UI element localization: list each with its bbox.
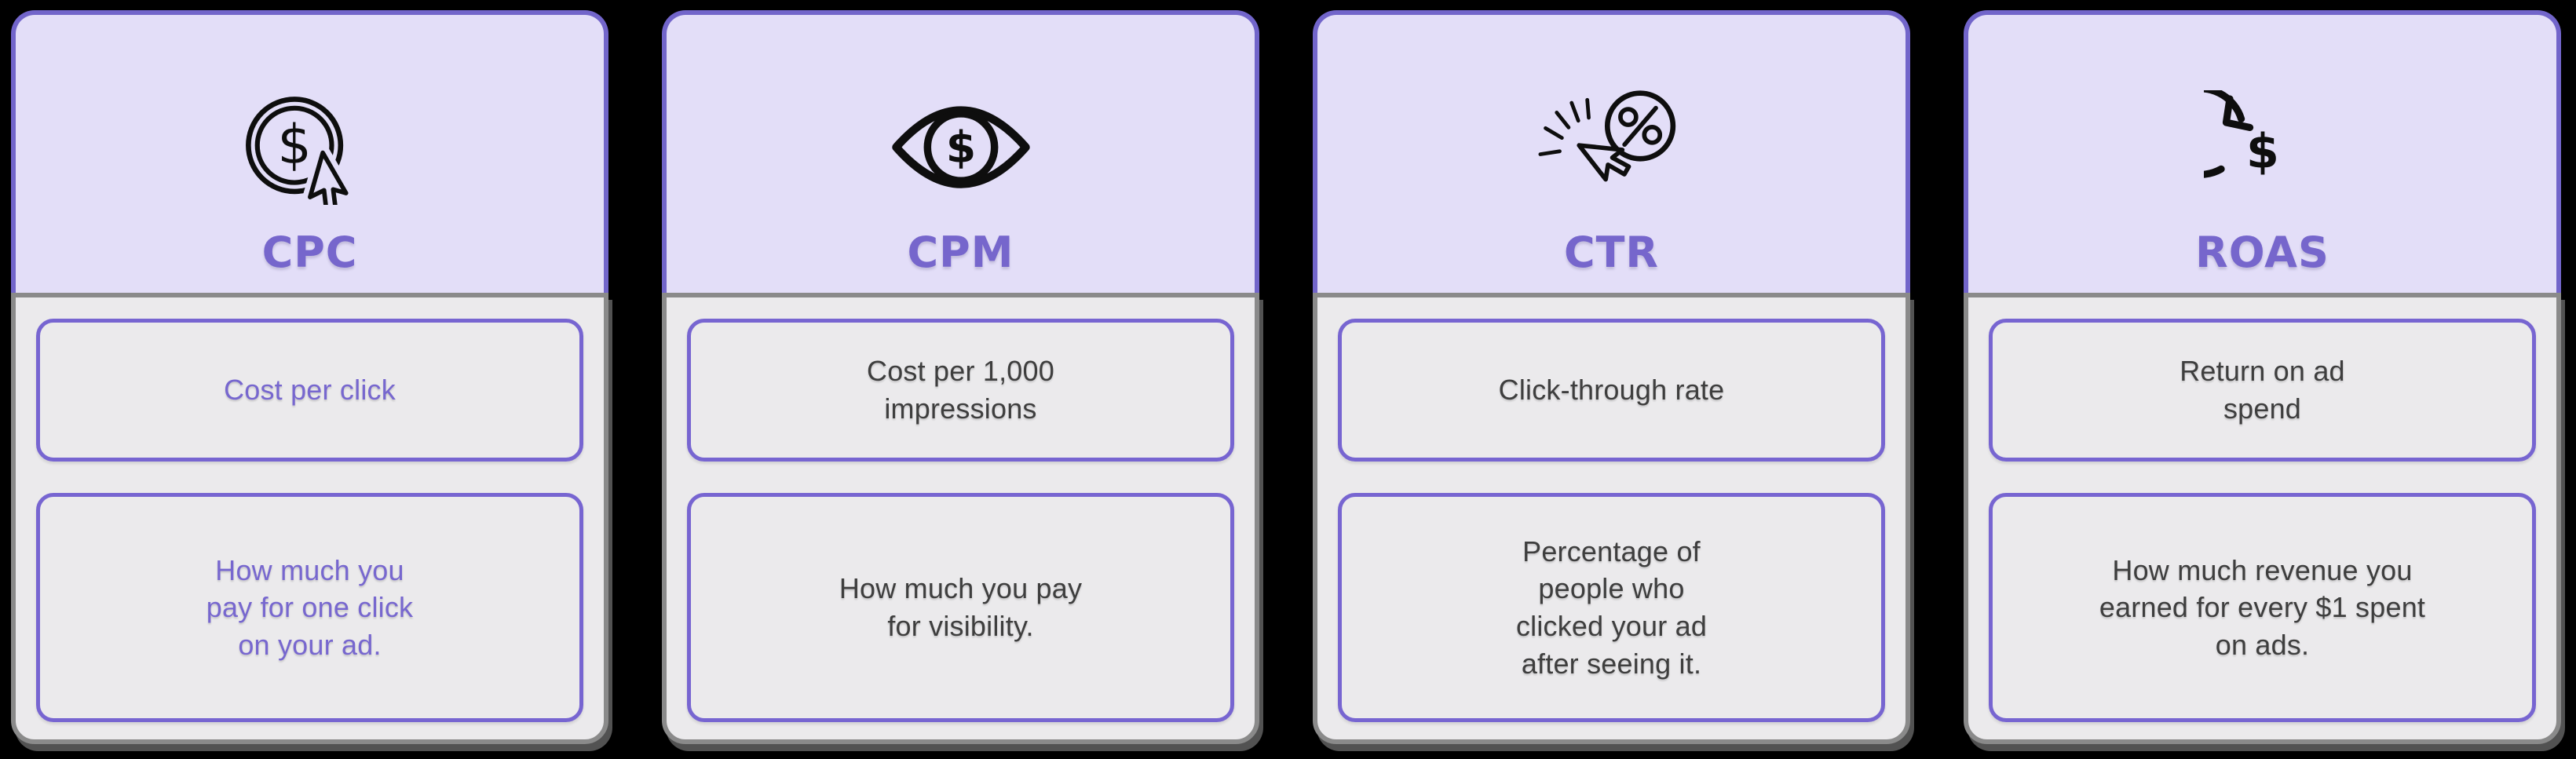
- description-text: How much you pay for visibility.: [839, 572, 1083, 642]
- eye-dollar-icon: $: [889, 90, 1033, 205]
- definition-text: Cost per 1,000 impressions: [867, 355, 1054, 425]
- svg-text:$: $: [277, 114, 311, 176]
- roas-card-header: $ ROAS: [1964, 10, 2561, 293]
- definition-box: Click-through rate: [1338, 319, 1885, 462]
- cpc-card-header: $ CPC: [11, 10, 608, 293]
- definition-box: Cost per 1,000 impressions: [687, 319, 1234, 462]
- description-text: How much you pay for one click on your a…: [206, 553, 414, 661]
- description-box: Percentage of people who clicked your ad…: [1338, 493, 1885, 722]
- svg-text:$: $: [2246, 125, 2279, 180]
- metric-card-ctr: CTR Click-through rate Percentage of peo…: [1313, 10, 1910, 744]
- svg-text:$: $: [945, 122, 975, 172]
- definition-text: Cost per click: [224, 374, 396, 407]
- cpm-card-header: $ CPM: [662, 10, 1259, 293]
- card-title: CPM: [907, 228, 1014, 277]
- card-title: CPC: [261, 228, 358, 277]
- metric-card-cpm: $ CPM Cost per 1,000 impressions How muc…: [662, 10, 1259, 744]
- ctr-card-header: CTR: [1313, 10, 1910, 293]
- cpc-card-body: Cost per click How much you pay for one …: [11, 293, 608, 744]
- definition-box: Return on ad spend: [1989, 319, 2536, 462]
- dollar-coin-click-icon: $: [239, 90, 381, 205]
- ctr-card-body: Click-through rate Percentage of people …: [1313, 293, 1910, 744]
- description-text: How much revenue you earned for every $1…: [2099, 553, 2426, 661]
- description-box: How much revenue you earned for every $1…: [1989, 493, 2536, 722]
- description-box: How much you pay for visibility.: [687, 493, 1234, 722]
- roas-card-body: Return on ad spend How much revenue you …: [1964, 293, 2561, 744]
- card-title: ROAS: [2195, 228, 2329, 277]
- definition-text: Click-through rate: [1498, 374, 1725, 407]
- metric-card-cpc: $ CPC Cost per click How much you pay fo…: [11, 10, 608, 744]
- rotating-dollar-icon: $: [2203, 90, 2322, 205]
- description-text: Percentage of people who clicked your ad…: [1515, 535, 1708, 680]
- metric-card-roas: $ ROAS Return on ad spend How much reven…: [1964, 10, 2561, 744]
- cpm-card-body: Cost per 1,000 impressions How much you …: [662, 293, 1259, 744]
- description-box: How much you pay for one click on your a…: [36, 493, 583, 722]
- card-title: CTR: [1563, 228, 1660, 277]
- definition-box: Cost per click: [36, 319, 583, 462]
- definition-text: Return on ad spend: [2180, 355, 2345, 425]
- click-percent-icon: [1537, 90, 1686, 205]
